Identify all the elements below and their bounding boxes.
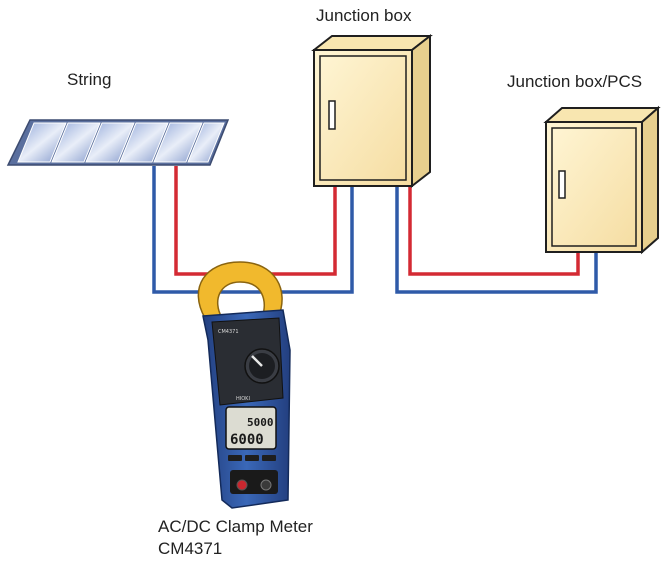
- junction-box-label: Junction box: [316, 6, 412, 25]
- clamp-meter-model: CM4371: [158, 539, 223, 558]
- junction-box: [311, 33, 433, 189]
- probe-jacks[interactable]: [230, 470, 278, 494]
- junction-box-pcs-label: Junction box/PCS: [507, 72, 643, 91]
- junction-box-handle: [328, 100, 336, 130]
- meter-model-text: CM4371: [218, 329, 239, 335]
- solar-cells: [17, 122, 225, 163]
- junction-box-pcs: [543, 105, 661, 255]
- clamp-meter: CM4371 HIOKI 5000 6000: [197, 261, 291, 509]
- lcd-top-reading: 5000: [247, 416, 274, 429]
- lcd-bottom-reading: 6000: [230, 432, 264, 448]
- clamp-meter-caption: AC/DC Clamp Meter CM4371: [158, 516, 313, 560]
- string-label: String: [67, 70, 112, 89]
- negative-wire: [152, 166, 354, 294]
- clamp-jaw: [197, 261, 283, 319]
- solar-string-panel: [6, 119, 230, 166]
- negative-wire-2: [395, 186, 598, 294]
- positive-wire-2: [408, 186, 580, 276]
- meter-brand: HIOKI: [236, 396, 250, 402]
- meter-buttons[interactable]: [228, 455, 276, 461]
- positive-wire: [174, 166, 337, 276]
- junction-box-pcs-handle: [558, 170, 566, 199]
- rotary-dial[interactable]: [244, 348, 280, 384]
- clamp-meter-name: AC/DC Clamp Meter: [158, 517, 313, 536]
- wires-junction-box-to-pcs: [395, 186, 598, 294]
- meter-lcd: 5000 6000: [225, 406, 277, 450]
